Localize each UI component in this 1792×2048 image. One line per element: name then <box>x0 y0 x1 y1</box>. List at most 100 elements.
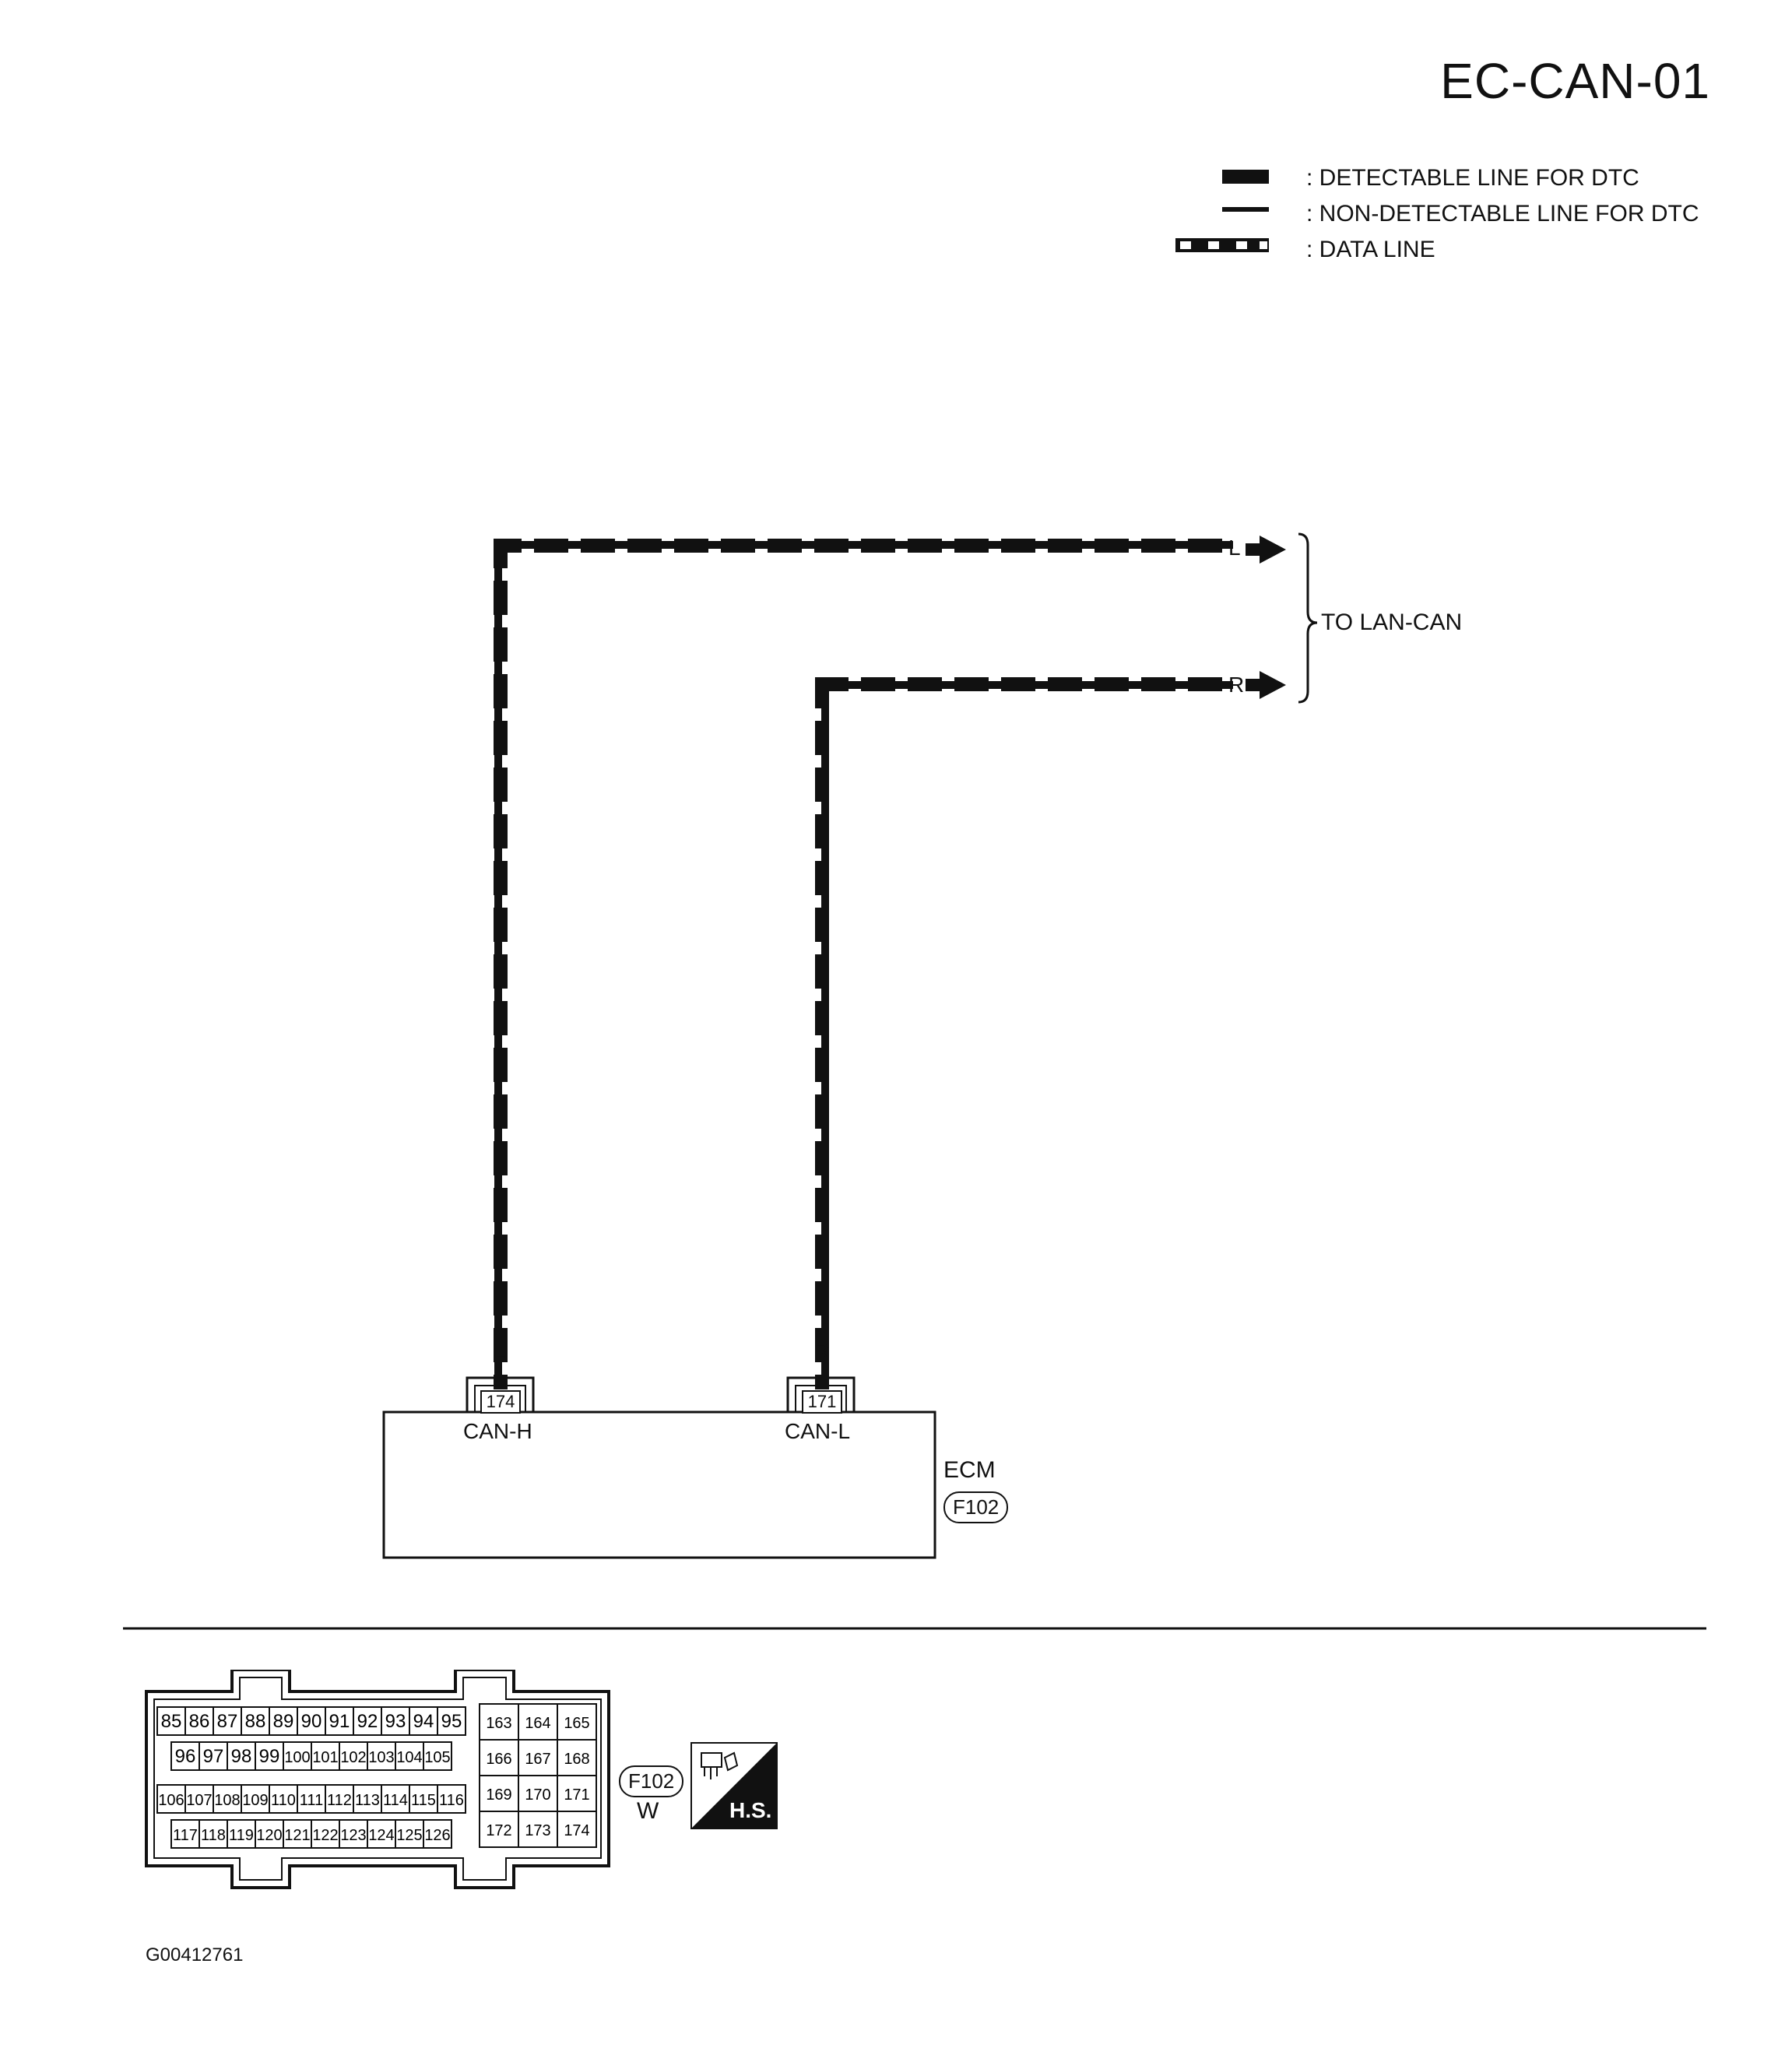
connector-pin-label: 117 <box>173 1827 198 1844</box>
connector-pin-label: 120 <box>256 1827 282 1844</box>
connector-pin-label: 109 <box>242 1792 268 1809</box>
can-h-wire <box>494 539 1233 1389</box>
connector-pin-label: 164 <box>525 1715 550 1732</box>
connector-pin-label: 169 <box>486 1786 511 1804</box>
connector-pin-label: 104 <box>396 1749 422 1766</box>
connector-pin-cell <box>395 1741 424 1771</box>
connector-pin-label: 86 <box>189 1711 210 1732</box>
connector-pin-label: 166 <box>486 1751 511 1768</box>
hs-badge: H.S. <box>690 1742 778 1829</box>
connector-pin-cell <box>518 1703 558 1741</box>
connector-pin-label: 171 <box>564 1786 589 1804</box>
connector-pin-cell <box>518 1775 558 1812</box>
connector-pin-label: 110 <box>271 1792 296 1809</box>
connector-pin-label: 106 <box>158 1792 184 1809</box>
connector-pin-cell <box>367 1741 396 1771</box>
connector-pin-cell <box>311 1741 340 1771</box>
can-h-arrow <box>1246 536 1286 564</box>
connector-pin-cell <box>518 1739 558 1776</box>
connector-pin-label: 95 <box>441 1711 462 1732</box>
connector-pin-label: 126 <box>424 1827 450 1844</box>
connector-pin-label: 90 <box>301 1711 322 1732</box>
connector-pin-cell <box>213 1706 242 1736</box>
connector-pin-cell <box>170 1819 200 1849</box>
connector-pin-label: 124 <box>368 1827 394 1844</box>
connector-pin-label: 167 <box>525 1751 550 1768</box>
connector-pin-cell <box>339 1819 368 1849</box>
connector-pin-cell <box>395 1819 424 1849</box>
connector-pin-label: 91 <box>329 1711 350 1732</box>
legend-label-data: : DATA LINE <box>1306 237 1435 262</box>
connector-pin-label: 115 <box>411 1792 436 1809</box>
connector-pin-cell <box>283 1741 312 1771</box>
lan-can-brace <box>1298 532 1318 704</box>
pin-number-171: 171 <box>802 1390 842 1414</box>
can-h-color-label-top: L <box>1228 536 1241 560</box>
connector-pin-label: 88 <box>245 1711 266 1732</box>
face-connector-badge: F102 <box>619 1765 684 1797</box>
connector-pin-label: 105 <box>424 1749 450 1766</box>
connector-pin-cell <box>213 1784 242 1814</box>
connector-pin-cell <box>557 1811 597 1848</box>
connector-pin-label: 168 <box>564 1751 589 1768</box>
connector-pin-cell <box>269 1784 298 1814</box>
connector-pin-label: 119 <box>229 1827 254 1844</box>
connector-pin-label: 98 <box>231 1746 252 1767</box>
connector-pin-label: 102 <box>340 1749 366 1766</box>
legend-swatches <box>1175 170 1269 252</box>
connector-pin-cell <box>381 1784 410 1814</box>
connector-pin-label: 96 <box>175 1746 196 1767</box>
connector-pin-label: 121 <box>284 1827 310 1844</box>
connector-pin-cell <box>283 1819 312 1849</box>
legend-swatch-detectable <box>1222 170 1269 184</box>
connector-pin-cell <box>409 1706 438 1736</box>
can-l-arrow <box>1246 671 1286 699</box>
pin-name-can-h: CAN-H <box>463 1419 532 1443</box>
connector-pin-label: 174 <box>564 1822 589 1839</box>
connector-pin-cell <box>241 1706 270 1736</box>
connector-pin-label: 170 <box>525 1786 550 1804</box>
can-h-color-label-bottom: L <box>494 1339 506 1363</box>
connector-pin-cell <box>269 1706 298 1736</box>
connector-pin-label: 173 <box>525 1822 550 1839</box>
connector-pin-cell <box>199 1819 228 1849</box>
connector-pin-cell <box>423 1741 452 1771</box>
pin-header-174 <box>466 1376 535 1412</box>
can-l-color-label-top: R <box>1228 673 1245 697</box>
connector-pin-label: 123 <box>340 1827 366 1844</box>
destination-label: TO LAN-CAN <box>1321 609 1463 635</box>
legend-swatch-data <box>1175 238 1269 252</box>
connector-pin-cell <box>479 1775 519 1812</box>
can-l-wire <box>815 677 1233 1389</box>
connector-pin-label: 163 <box>486 1715 511 1732</box>
harness-side-icon <box>690 1742 778 1829</box>
connector-pin-cell <box>557 1739 597 1776</box>
connector-pin-label: 103 <box>368 1749 394 1766</box>
connector-pin-label: 92 <box>357 1711 378 1732</box>
connector-pin-label: 112 <box>327 1792 352 1809</box>
connector-pin-cell <box>367 1819 396 1849</box>
connector-color-code: W <box>637 1798 659 1824</box>
connector-pin-cell <box>479 1811 519 1848</box>
connector-pin-label: 118 <box>201 1827 226 1844</box>
connector-pin-cell <box>518 1811 558 1848</box>
connector-pin-label: 125 <box>396 1827 422 1844</box>
connector-pin-label: 116 <box>439 1792 464 1809</box>
page-title: EC-CAN-01 <box>1440 53 1710 109</box>
connector-pin-cell <box>297 1784 326 1814</box>
connector-pin-label: 111 <box>300 1792 323 1809</box>
pin-name-can-l: CAN-L <box>785 1419 851 1443</box>
legend-swatch-non-detectable <box>1222 207 1269 212</box>
connector-pin-label: 85 <box>161 1711 182 1732</box>
connector-pin-label: 122 <box>312 1827 338 1844</box>
connector-pin-label: 114 <box>383 1792 408 1809</box>
legend-label-detectable: : DETECTABLE LINE FOR DTC <box>1306 165 1639 191</box>
connector-pin-label: 100 <box>284 1749 310 1766</box>
connector-pin-label: 87 <box>217 1711 238 1732</box>
connector-pin-label: 108 <box>214 1792 240 1809</box>
pin-number-174: 174 <box>480 1390 521 1414</box>
connector-pin-label: 107 <box>186 1792 212 1809</box>
